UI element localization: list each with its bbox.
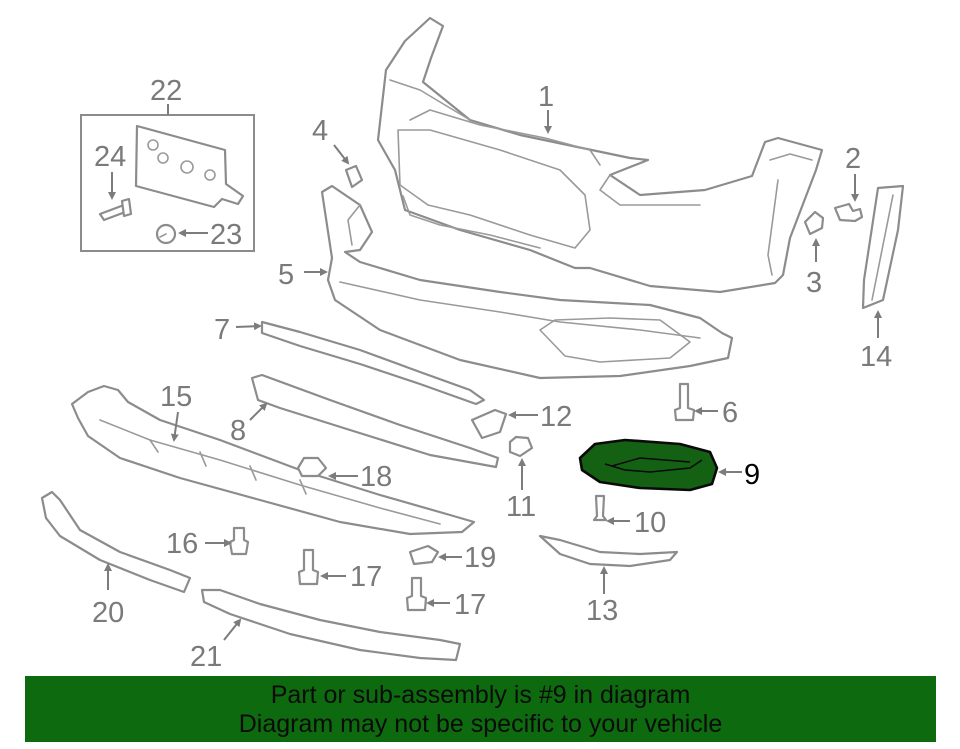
part-4-clip	[344, 164, 364, 189]
callout-7: 7	[214, 314, 230, 346]
leader-lines	[104, 110, 882, 641]
part-6-bolt	[673, 382, 696, 422]
part-17-bolt-b	[405, 576, 428, 612]
callout-18: 18	[360, 461, 392, 493]
callout-2: 2	[845, 143, 861, 175]
license-bracket-assembly-box	[80, 104, 255, 252]
part-17-bolt-a	[297, 548, 320, 586]
bumper-cover	[376, 16, 824, 294]
info-banner: Part or sub-assembly is #9 in diagram Di…	[25, 676, 936, 742]
callout-4: 4	[312, 115, 328, 147]
callout-24: 24	[94, 141, 126, 173]
callout-3: 3	[806, 267, 822, 299]
part-9-fog-lamp-bezel	[578, 438, 719, 492]
part-2-screw	[833, 202, 864, 223]
callout-22: 22	[150, 75, 182, 107]
part-15-splash-shield	[70, 384, 476, 536]
part-13-trim	[538, 534, 679, 568]
part-19-clip	[408, 544, 440, 566]
part-20-strip	[40, 490, 192, 594]
part-7-strip	[260, 320, 486, 406]
callout-8: 8	[230, 415, 246, 447]
parts-diagram: 1 2 3 4 5 6 7 8 9 10 11 12 13 14 15 16 1…	[40, 16, 905, 673]
part-14-molding	[861, 184, 905, 310]
banner-line-1: Part or sub-assembly is #9 in diagram	[270, 681, 691, 709]
callout-17a: 17	[350, 561, 382, 593]
callout-21: 21	[190, 641, 222, 673]
callout-1: 1	[538, 81, 554, 113]
part-10-screw	[592, 494, 608, 522]
part-11-clip	[508, 435, 534, 458]
callout-labels: 1 2 3 4 5 6 7 8 9 10 11 12 13 14 15 16 1…	[92, 75, 892, 673]
banner-line-2: Diagram may not be specific to your vehi…	[238, 710, 723, 738]
part-8-strip	[250, 373, 500, 469]
part-3-clip	[803, 210, 825, 236]
callout-10: 10	[634, 507, 666, 539]
callout-6: 6	[722, 397, 738, 429]
callout-23: 23	[210, 219, 242, 251]
callout-14: 14	[860, 341, 892, 373]
callout-9: 9	[744, 459, 760, 491]
callout-16: 16	[166, 528, 198, 560]
callout-13: 13	[586, 595, 618, 627]
callout-15: 15	[160, 381, 192, 413]
part-18-clip	[296, 456, 328, 478]
callout-11: 11	[506, 491, 536, 523]
part-16-clip	[228, 526, 250, 556]
callout-20: 20	[92, 597, 124, 629]
callout-5: 5	[278, 259, 294, 291]
part-12-bracket	[470, 408, 508, 440]
callout-17b: 17	[454, 589, 486, 621]
callout-19: 19	[464, 542, 496, 574]
part-5-lower-valance	[320, 184, 734, 380]
callout-12: 12	[540, 401, 572, 433]
part-21-strip	[200, 588, 462, 662]
